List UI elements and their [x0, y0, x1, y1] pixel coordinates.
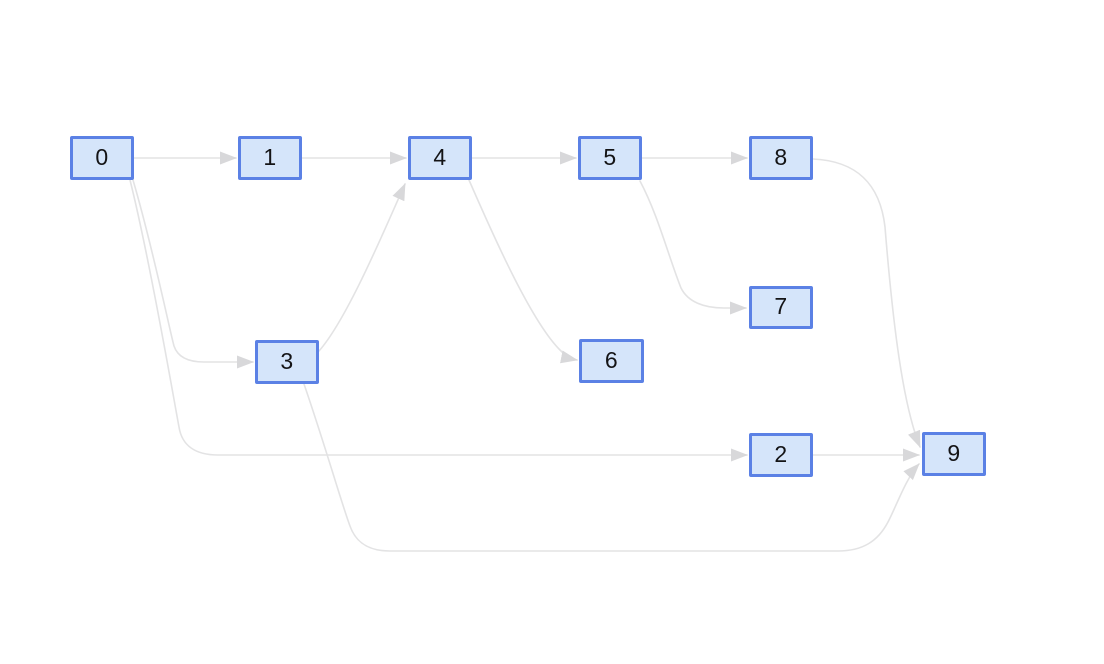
- graph-node-8[interactable]: 8: [749, 136, 813, 180]
- graph-node-1[interactable]: 1: [238, 136, 302, 180]
- node-label: 5: [603, 143, 617, 170]
- edge-3-9: [303, 383, 920, 552]
- node-label: 0: [95, 143, 109, 170]
- graph-node-0[interactable]: 0: [70, 136, 134, 180]
- node-label: 7: [774, 293, 788, 319]
- node-label: 8: [774, 143, 788, 170]
- edge-4-6: [468, 179, 578, 364]
- node-label: 2: [774, 440, 788, 467]
- graph-node-4[interactable]: 4: [408, 136, 472, 180]
- edge-8-9: [812, 158, 921, 448]
- node-label: 6: [604, 346, 619, 373]
- graph-node-2[interactable]: 2: [749, 433, 813, 477]
- node-label: 1: [263, 143, 277, 170]
- edge-0-2: [129, 179, 748, 462]
- graph-node-3[interactable]: 3: [255, 340, 319, 384]
- edge-3-4: [318, 183, 406, 352]
- graph-node-9[interactable]: 9: [922, 432, 986, 476]
- graph-node-7[interactable]: 7: [749, 286, 813, 329]
- graph-node-5[interactable]: 5: [578, 136, 642, 180]
- node-label: 4: [433, 143, 447, 170]
- edge-5-7: [639, 180, 747, 315]
- graph-node-6[interactable]: 6: [579, 339, 644, 383]
- edge-0-3: [132, 179, 254, 369]
- node-label: 9: [947, 439, 961, 466]
- node-label: 3: [280, 347, 294, 374]
